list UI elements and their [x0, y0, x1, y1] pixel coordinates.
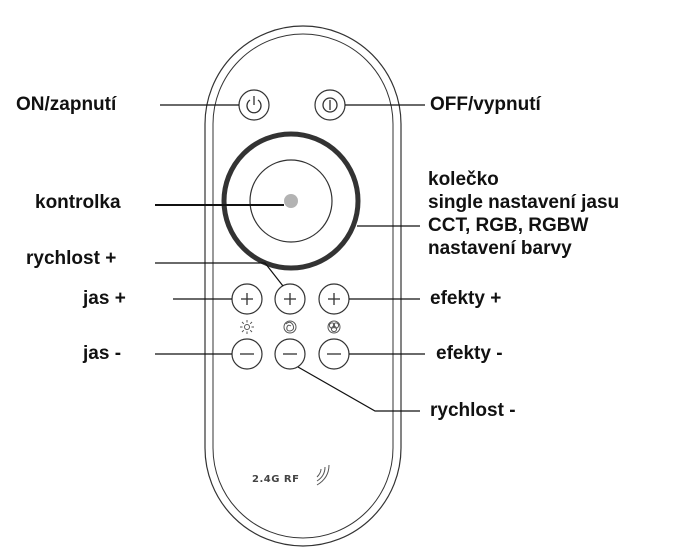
label-off: OFF/vypnutí: [430, 94, 541, 115]
label-on: ON/zapnutí: [16, 94, 117, 115]
label-effects-plus: efekty +: [430, 288, 502, 309]
label-speed-plus: rychlost +: [26, 248, 117, 269]
label-wheel-line-4: nastavení barvy: [428, 238, 572, 259]
rgb-circles-icon: [327, 320, 341, 334]
label-brightness-plus: jas +: [83, 288, 126, 309]
remote-body-outer: [204, 25, 402, 547]
power-off-icon: [322, 97, 338, 113]
label-wheel-line-3: CCT, RGB, RGBW: [428, 215, 589, 236]
indicator-led: [284, 194, 298, 208]
label-effects-minus: efekty -: [436, 343, 503, 364]
label-wheel-line-1: kolečko: [428, 169, 499, 190]
label-brightness-minus: jas -: [83, 343, 122, 364]
speed-minus-button[interactable]: [274, 338, 306, 370]
wheel-center: [249, 159, 333, 243]
control-wheel[interactable]: [221, 131, 361, 271]
brand-label: 2.4G RF: [252, 474, 300, 485]
leader-speed-minus: [297, 366, 420, 412]
rf-signal-icon: [316, 464, 330, 486]
remote-body-inner: [212, 33, 394, 539]
label-indicator: kontrolka: [35, 192, 121, 213]
leader-speed-plus: [155, 262, 284, 287]
label-wheel-line-2: single nastavení jasu: [428, 192, 620, 213]
sun-icon: [240, 320, 254, 334]
speed-plus-button[interactable]: [274, 283, 306, 315]
power-icon: [246, 96, 262, 114]
swirl-icon: [283, 320, 297, 334]
plus-icon: [241, 293, 340, 305]
label-wheel: kolečko single nastavení jasu CCT, RGB, …: [428, 168, 619, 260]
label-speed-minus: rychlost -: [430, 400, 516, 421]
